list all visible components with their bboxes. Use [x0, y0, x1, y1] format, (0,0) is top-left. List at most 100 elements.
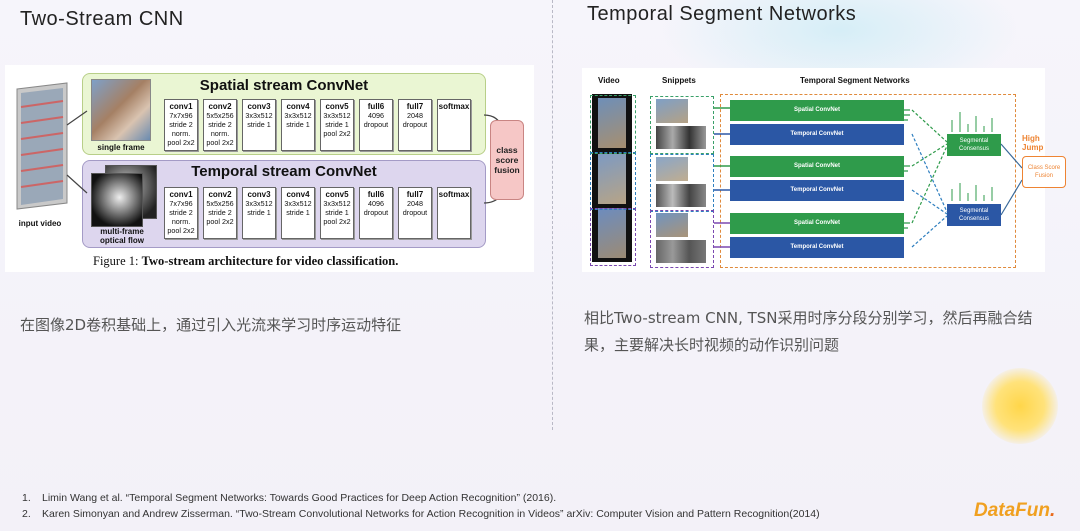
tsn-figure: Video Snippets Temporal Segment Networks…: [582, 68, 1066, 272]
spatial-layer-name: full7: [406, 102, 424, 111]
segment-box-1: [590, 95, 636, 154]
temporal-layer-name: conv4: [286, 190, 310, 199]
spatial-layer-name: conv5: [325, 102, 349, 111]
snippet-flow-1: [656, 126, 706, 149]
spatial-layer-spec: norm.: [210, 129, 230, 138]
temporal-layer-spec: 7x7x96: [169, 199, 193, 208]
segmental-consensus-spatial: Segmental Consensus: [947, 134, 1001, 156]
temporal-layer-name: full7: [406, 190, 424, 199]
logo-dot: .: [1050, 500, 1056, 521]
tsn-caption: 相比Two-stream CNN, TSN采用时序分段分别学习，然后再融合结 果…: [584, 305, 1033, 359]
video-frame-2: [598, 154, 626, 204]
temporal-layer-spec: 3x3x512: [284, 199, 312, 208]
snippet-group-1: [650, 96, 714, 154]
high-jump-label: High Jump: [1022, 134, 1044, 152]
temporal-layer-spec: dropout: [363, 208, 389, 217]
spatial-layer-name: conv4: [286, 102, 310, 111]
spatial-layer-spec: 4096: [368, 111, 384, 120]
temporal-layer-spec: stride 2: [208, 208, 232, 217]
temporal-layer-spec: 5x5x256: [206, 199, 234, 208]
spatial-layer-name: conv1: [169, 102, 193, 111]
snippet-group-2: [650, 154, 714, 212]
spatial-layer-spec: pool 2x2: [323, 129, 351, 138]
segment-box-3: [590, 208, 636, 266]
temporal-layer-spec: stride 2: [169, 208, 193, 217]
spatial-layer-spec: 5x5x256: [206, 111, 234, 120]
figure1-caption-prefix: Figure 1:: [93, 254, 142, 268]
snippet-flow-2: [656, 184, 706, 207]
spatial-layer-spec: stride 2: [208, 120, 232, 129]
temporal-layer-spec: 3x3x512: [323, 199, 351, 208]
spatial-layer-spec: dropout: [363, 120, 389, 129]
reference-1: 1.Limin Wang et al. “Temporal Segment Ne…: [22, 490, 820, 506]
figure1-caption: Figure 1: Two-stream architecture for vi…: [93, 254, 398, 269]
two-stream-figure: input video Spatial stream ConvNet Tempo…: [5, 65, 534, 272]
tsn-caption-line2: 果，主要解决长时视频的动作识别问题: [584, 336, 840, 354]
temporal-layer-name: conv3: [247, 190, 271, 199]
class-score-fusion-box: Class Score Fusion: [1022, 156, 1066, 188]
spatial-convnet-3: Spatial ConvNet: [730, 213, 904, 234]
spatial-layer-name: conv2: [208, 102, 232, 111]
tsn-caption-line1: 相比Two-stream CNN, TSN采用时序分段分别学习，然后再融合结: [584, 309, 1033, 327]
snippet-rgb-1: [656, 99, 688, 123]
snippets-header: Snippets: [662, 76, 696, 85]
tsn-connections: [714, 107, 1023, 248]
optical-flow-image-front: [91, 173, 143, 227]
temporal-layer-name: softmax: [438, 190, 470, 199]
tsn-container: [720, 94, 1016, 268]
spatial-layer-spec: 3x3x512: [284, 111, 312, 120]
temporal-layer-name: full6: [367, 190, 385, 199]
reference-2: 2.Karen Simonyan and Andrew Zisserman. “…: [22, 506, 820, 522]
video-frame-1: [598, 98, 626, 148]
single-frame-image: [91, 79, 151, 141]
video-header: Video: [598, 76, 620, 85]
class-score-fusion-box: class score fusion: [490, 120, 524, 200]
optical-flow-label: multi-frame optical flow: [100, 227, 144, 245]
temporal-stream-title: Temporal stream ConvNet: [191, 163, 377, 180]
spatial-layer-spec: stride 1: [325, 120, 349, 129]
two-stream-caption: 在图像2D卷积基础上，通过引入光流来学习时序运动特征: [20, 316, 402, 334]
spatial-convnet-2: Spatial ConvNet: [730, 156, 904, 177]
tsn-header: Temporal Segment Networks: [800, 76, 910, 85]
temporal-layer-spec: 4096: [368, 199, 384, 208]
spatial-layer-name: conv3: [247, 102, 271, 111]
two-stream-title: Two-Stream CNN: [20, 8, 184, 30]
datafun-logo: DataFun.: [974, 500, 1055, 522]
spatial-layer-spec: dropout: [402, 120, 428, 129]
temporal-convnet-1: Temporal ConvNet: [730, 124, 904, 145]
spatial-layer-spec: 2048: [407, 111, 423, 120]
temporal-layer-softmax: softmax: [437, 187, 471, 239]
temporal-layer-spec: stride 1: [247, 208, 271, 217]
temporal-convnet-3: Temporal ConvNet: [730, 237, 904, 258]
temporal-layer-spec: 2048: [407, 199, 423, 208]
references: 1.Limin Wang et al. “Temporal Segment Ne…: [22, 490, 820, 522]
input-video-label: input video: [18, 219, 62, 228]
spatial-stream-title: Spatial stream ConvNet: [199, 77, 369, 94]
logo-text: DataFun: [974, 500, 1050, 521]
column-divider: [552, 0, 553, 430]
snippet-group-3: [650, 210, 714, 268]
tsn-title: Temporal Segment Networks: [587, 3, 857, 25]
spatial-layer-spec: 3x3x512: [323, 111, 351, 120]
temporal-convnet-2: Temporal ConvNet: [730, 180, 904, 201]
reference-2-text: Karen Simonyan and Andrew Zisserman. “Tw…: [42, 508, 820, 520]
reference-1-text: Limin Wang et al. “Temporal Segment Netw…: [42, 492, 557, 504]
spatial-layer-name: full6: [367, 102, 385, 111]
sun-decoration: [982, 368, 1058, 444]
spatial-layer-spec: 3x3x512: [245, 111, 273, 120]
temporal-layer-spec: stride 1: [325, 208, 349, 217]
temporal-layer-name: conv5: [325, 190, 349, 199]
spatial-layer-spec: stride 1: [286, 120, 310, 129]
spatial-layer-spec: stride 2: [169, 120, 193, 129]
segment-box-2: [590, 152, 636, 210]
spatial-convnet-1: Spatial ConvNet: [730, 100, 904, 121]
temporal-layer-name: conv2: [208, 190, 232, 199]
